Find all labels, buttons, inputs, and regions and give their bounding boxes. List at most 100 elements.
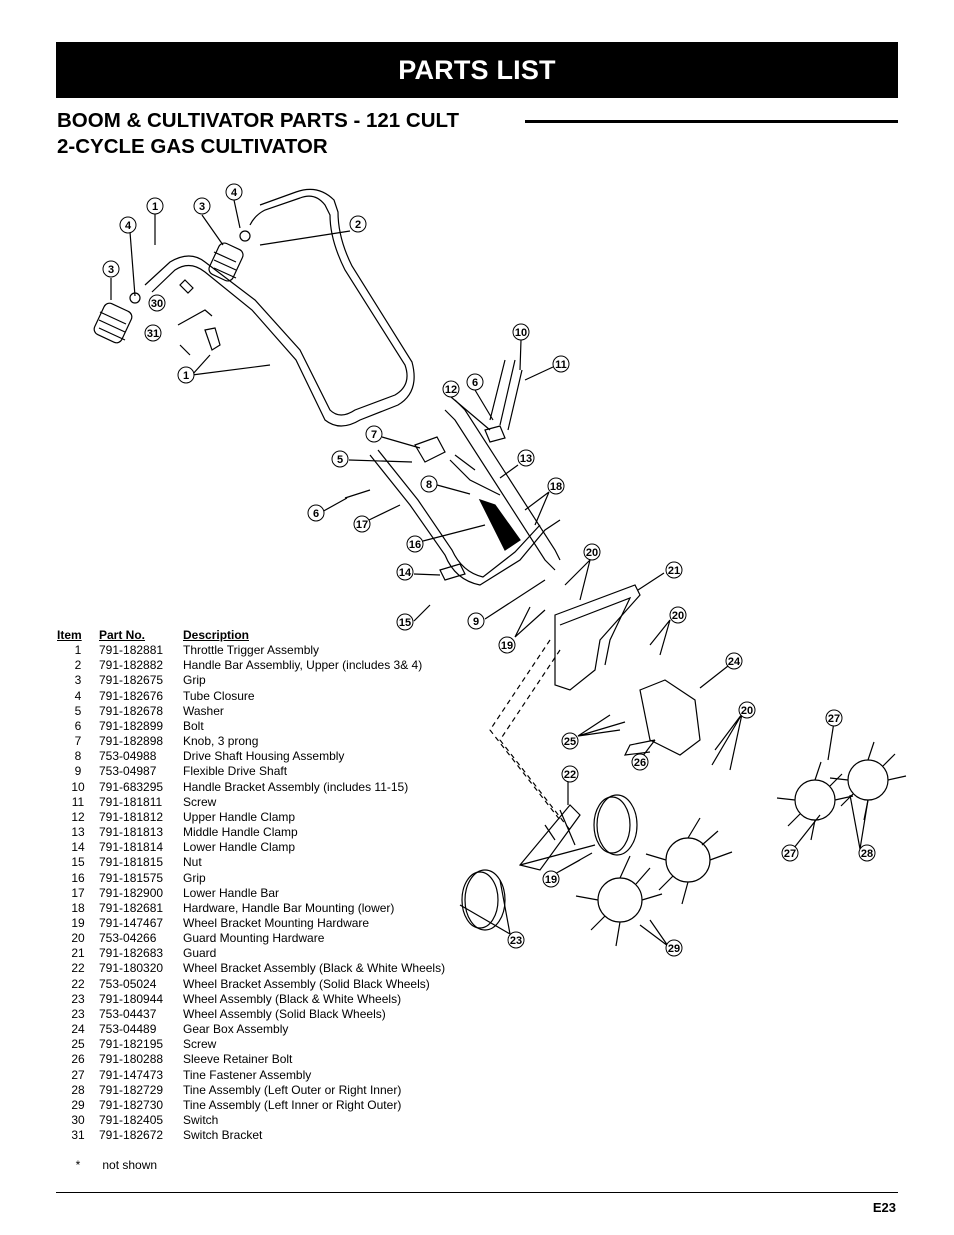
callout-circle xyxy=(825,709,843,727)
item-number: 23 xyxy=(71,1006,85,1021)
item-number: 19 xyxy=(71,915,85,930)
diagram-linework xyxy=(93,188,907,947)
callout-label: 1 xyxy=(183,370,189,382)
part-description: Wheel Bracket Assembly (Black & White Wh… xyxy=(183,961,446,976)
callout-label: 17 xyxy=(356,519,368,531)
part-description: Screw xyxy=(183,1037,217,1052)
callout-circle xyxy=(467,612,485,630)
callout-label: 16 xyxy=(409,539,421,551)
callout-label: 27 xyxy=(784,848,796,860)
item-number: 29 xyxy=(71,1097,85,1112)
part-number: 791-182730 xyxy=(99,1097,164,1112)
part-description: Wheel Assembly (Black & White Wheels) xyxy=(183,991,402,1006)
item-number: 22 xyxy=(71,976,85,991)
item-number: 3 xyxy=(74,673,82,688)
section-title: BOOM & CULTIVATOR PARTS - 121 CULT 2-CYC… xyxy=(57,108,527,160)
part-description: Guard Mounting Hardware xyxy=(183,931,325,946)
footnote-star: * xyxy=(75,1158,81,1172)
callout-label: 21 xyxy=(668,565,680,577)
part-number: 791-182882 xyxy=(99,658,164,673)
part-description: Knob, 3 prong xyxy=(183,734,259,749)
part-number: 791-181813 xyxy=(99,825,164,840)
part-description: Wheel Assembly (Solid Black Wheels) xyxy=(183,1006,386,1021)
item-number: 22 xyxy=(71,961,85,976)
part-number: 791-147473 xyxy=(99,1067,164,1082)
table-row: 22 791-180320 Wheel Bracket Assembly (Blac… xyxy=(57,961,497,976)
part-description: Guard xyxy=(183,946,217,961)
callout-circle xyxy=(512,323,530,341)
callout-label: 31 xyxy=(147,328,159,340)
part-description: Hardware, Handle Bar Mounting (lower) xyxy=(183,900,395,915)
part-number: 791-182681 xyxy=(99,900,164,915)
item-number: 14 xyxy=(71,840,85,855)
part-number: 791-180288 xyxy=(99,1052,164,1067)
callout-circle xyxy=(146,197,164,215)
callout-circle xyxy=(307,504,325,522)
part-number: 791-182195 xyxy=(99,1037,164,1052)
part-description: Lower Handle Bar xyxy=(183,885,280,900)
part-number: 791-182899 xyxy=(99,718,164,733)
item-number: 13 xyxy=(71,825,85,840)
callout-circle xyxy=(466,373,484,391)
callout-label: 7 xyxy=(371,429,377,441)
part-description: Bolt xyxy=(183,718,204,733)
callout-label: 20 xyxy=(586,547,598,559)
item-number: 24 xyxy=(71,1022,85,1037)
page-number: E23 xyxy=(872,1200,896,1215)
part-description: Handle Bar Assembliy, Upper (includes 3&… xyxy=(183,658,423,673)
part-description: Nut xyxy=(183,855,202,870)
item-number: 17 xyxy=(71,885,85,900)
callout-label: 1 xyxy=(152,201,158,213)
section-title-line2: 2-CYCLE GAS CULTIVATOR xyxy=(57,135,328,158)
col-desc-header: Description xyxy=(183,628,250,642)
callout-label: 4 xyxy=(231,187,238,199)
callout-circle xyxy=(420,475,438,493)
callout-label: 30 xyxy=(151,298,163,310)
callout-circle xyxy=(144,324,162,342)
item-number: 27 xyxy=(71,1067,85,1082)
callout-circle xyxy=(583,543,601,561)
item-number: 25 xyxy=(71,1037,85,1052)
part-number: 791-182898 xyxy=(99,734,164,749)
part-number: 791-180320 xyxy=(99,961,164,976)
callout-circle xyxy=(507,931,525,949)
part-number: 791-181814 xyxy=(99,840,164,855)
part-description: Switch Bracket xyxy=(183,1128,263,1143)
part-number: 791-181812 xyxy=(99,809,164,824)
callout-circle xyxy=(665,561,683,579)
part-description: Tube Closure xyxy=(183,688,255,703)
callout-circle xyxy=(396,563,414,581)
callout-label: 19 xyxy=(501,640,513,652)
item-number: 10 xyxy=(71,779,85,794)
item-number: 28 xyxy=(71,1082,85,1097)
part-description: Upper Handle Clamp xyxy=(183,809,296,824)
part-description: Flexible Drive Shaft xyxy=(183,764,288,779)
part-number: 753-04489 xyxy=(99,1022,157,1037)
part-number: 791-182676 xyxy=(99,688,164,703)
item-number: 9 xyxy=(74,764,82,779)
callout-label: 20 xyxy=(672,610,684,622)
callout-circle xyxy=(781,844,799,862)
part-number: 791-182678 xyxy=(99,703,164,718)
callout-label: 18 xyxy=(550,481,562,493)
item-number: 1 xyxy=(74,643,82,658)
callout-circle xyxy=(193,197,211,215)
item-number: 12 xyxy=(71,809,85,824)
callout-label: 26 xyxy=(634,757,646,769)
callout-label: 20 xyxy=(741,705,753,717)
callout-label: 14 xyxy=(399,567,412,579)
part-description: Screw xyxy=(183,794,217,809)
col-part-header: Part No. xyxy=(99,628,146,642)
